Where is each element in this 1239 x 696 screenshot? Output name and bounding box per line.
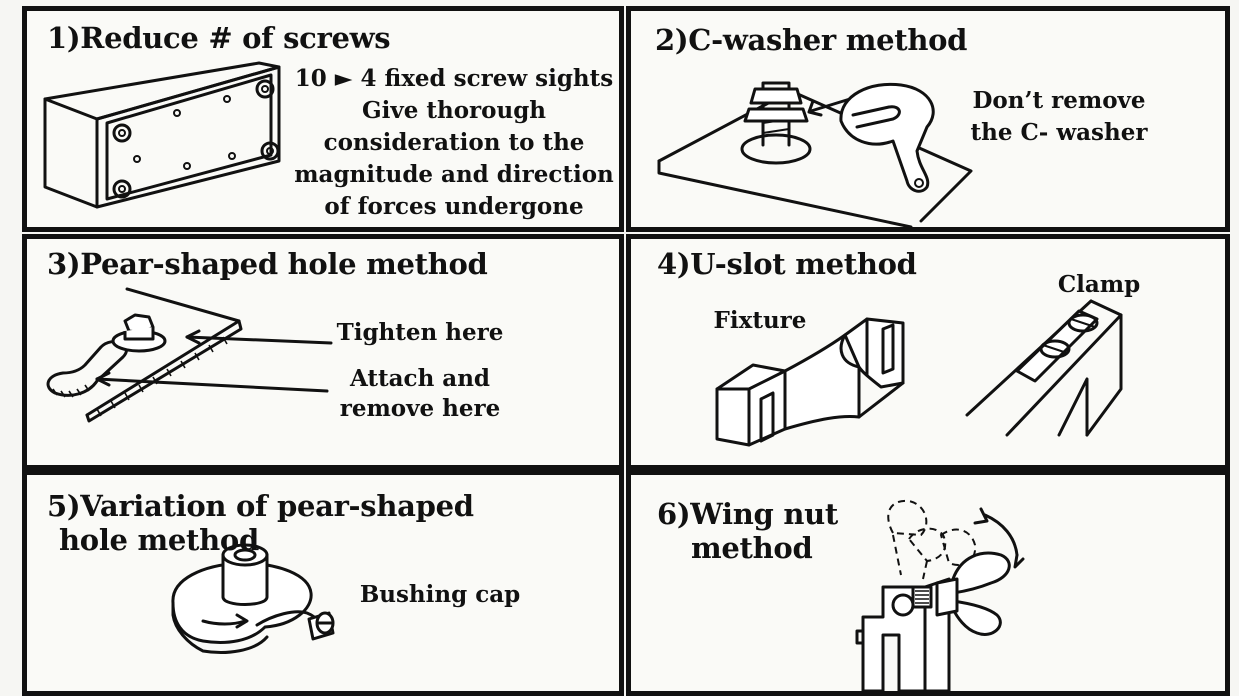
tighten-here-label: Tighten here bbox=[336, 319, 504, 346]
c-washer-note-line-1: Don’t remove bbox=[972, 87, 1146, 114]
attach-remove-label-line-2: remove here bbox=[339, 395, 501, 422]
panel-pear-shaped-hole: 3)Pear-shaped hole method Tighten here A… bbox=[22, 234, 624, 470]
consideration-note-line-3: magnitude and direction bbox=[294, 161, 614, 188]
panel-4-title: 4)U-slot method bbox=[657, 247, 917, 281]
clamp-label: Clamp bbox=[1057, 271, 1141, 298]
screw-count-note: 10 ► 4 fixed screw sights bbox=[294, 65, 614, 92]
c-washer-illustration bbox=[657, 81, 973, 227]
panel-6-title-line-2: method bbox=[691, 531, 813, 565]
attach-remove-label-line-1: Attach and bbox=[349, 365, 491, 392]
panel-wing-nut: 6)Wing nut method bbox=[626, 470, 1230, 696]
panel-reduce-screws: 1)Reduce # of screws 10 ► 4 fixed screw … bbox=[22, 6, 624, 232]
panel-6-title-line-1: 6)Wing nut bbox=[657, 497, 838, 531]
fixture-label: Fixture bbox=[713, 307, 807, 334]
panel-u-slot: 4)U-slot method Fixture Clamp bbox=[626, 234, 1230, 470]
u-slot-illustration bbox=[715, 299, 1123, 447]
consideration-note-line-4: of forces undergone bbox=[324, 193, 584, 220]
wing-nut-illustration bbox=[855, 499, 1025, 691]
panel-5-title-line-1: 5)Variation of pear-shaped bbox=[47, 489, 474, 523]
bushing-cap-illustration bbox=[171, 543, 335, 654]
panel-pear-variation: 5)Variation of pear-shaped hole method B… bbox=[22, 470, 624, 696]
c-washer-note-line-2: the C- washer bbox=[970, 119, 1148, 146]
bushing-cap-label: Bushing cap bbox=[359, 581, 521, 608]
consideration-note-line-2: consideration to the bbox=[323, 129, 585, 156]
consideration-note-line-1: Give thorough bbox=[361, 97, 547, 124]
panel-2-title: 2)C-washer method bbox=[655, 23, 968, 57]
panel-1-title: 1)Reduce # of screws bbox=[47, 21, 391, 55]
pear-hole-illustration bbox=[46, 287, 333, 423]
fixture-plate-illustration bbox=[43, 61, 281, 209]
panel-3-title: 3)Pear-shaped hole method bbox=[47, 247, 488, 281]
panel-c-washer: 2)C-washer method Don’t remove the C- wa… bbox=[626, 6, 1230, 232]
panel-5-title-line-2: hole method bbox=[59, 523, 259, 557]
